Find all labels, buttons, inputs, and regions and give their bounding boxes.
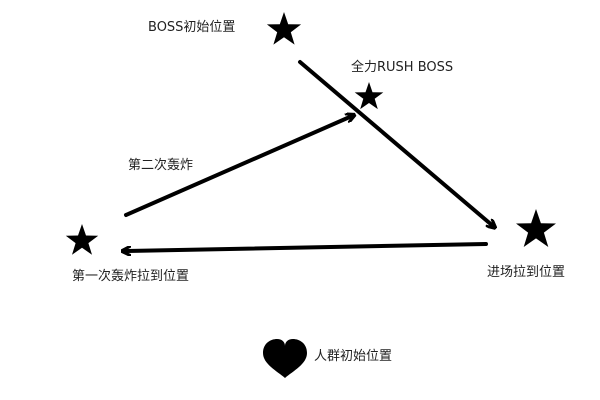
- heart-icon: [263, 339, 307, 378]
- second-bomb-label: 第二次轰炸: [128, 158, 194, 173]
- star-icon: [516, 209, 556, 247]
- star-icon: [65, 224, 99, 255]
- full-rush-label: 全力RUSH BOSS: [351, 60, 454, 75]
- star-icon: [266, 12, 302, 45]
- star-icon: [354, 82, 384, 110]
- crowd-start-label: 人群初始位置: [314, 349, 393, 364]
- arrow-enter-to-first: [125, 242, 488, 251]
- enter-pull-label: 进场拉到位置: [487, 265, 566, 280]
- arrow-boss-to-enter: [298, 60, 493, 226]
- arrow-first-to-rush: [124, 116, 352, 217]
- first-bomb-pull-label: 第一次轰炸拉到位置: [72, 269, 190, 284]
- boss-start-label: BOSS初始位置: [148, 20, 236, 35]
